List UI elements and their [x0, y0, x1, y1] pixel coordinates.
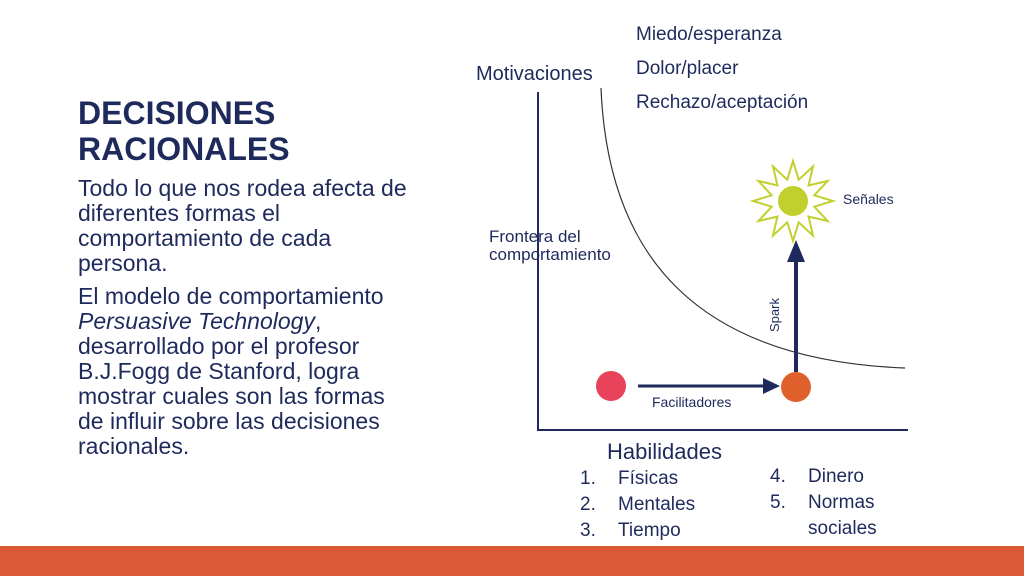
skill-text: Físicas: [618, 468, 679, 489]
red-dot: [596, 371, 626, 401]
skill-number: 2.: [580, 494, 596, 515]
curve-label: Frontera del comportamiento: [489, 228, 611, 264]
skill-item: 4. Dinero: [770, 464, 877, 490]
skill-number: [770, 516, 808, 542]
skill-item: sociales: [770, 516, 877, 542]
title-line-1: DECISIONES: [78, 95, 276, 131]
skills-list-left: 1. Físicas 2. Mentales 3. Tiempo: [580, 466, 695, 544]
skill-number: 3.: [580, 520, 596, 541]
skill-text: Tiempo: [618, 520, 681, 541]
spark-arrow-icon: [787, 240, 805, 372]
skill-item: 3. Tiempo: [580, 518, 695, 544]
x-axis-label: Habilidades: [607, 439, 722, 464]
facilitators-label: Facilitadores: [652, 394, 732, 410]
behavior-frontier-curve: [600, 87, 906, 369]
paragraph-2: El modelo de comportamiento Persuasive T…: [78, 284, 408, 459]
facilitators-arrow-icon: [638, 378, 780, 394]
skill-item: 2. Mentales: [580, 492, 695, 518]
footer-bar: [0, 546, 1024, 576]
skill-number: 1.: [580, 468, 596, 489]
signals-label: Señales: [843, 191, 894, 207]
skill-text: Normas: [808, 492, 875, 513]
title-line-2: RACIONALES: [78, 131, 290, 167]
motivation-item: Dolor/placer: [636, 58, 739, 79]
spark-label: Spark: [767, 298, 782, 332]
curve-label-line-1: Frontera del: [489, 227, 581, 246]
curve-label-line-2: comportamiento: [489, 245, 611, 264]
paragraph-2-start: El modelo de comportamiento: [78, 283, 384, 309]
paragraph-1: Todo lo que nos rodea afecta de diferent…: [78, 175, 407, 276]
motivation-item: Rechazo/aceptación: [636, 92, 809, 113]
skill-item: 1. Físicas: [580, 466, 695, 492]
skill-item: 5. Normas: [770, 490, 877, 516]
paragraph-2-italic: Persuasive Technology: [78, 308, 315, 334]
orange-dot: [781, 372, 811, 402]
skill-text: sociales: [808, 518, 877, 539]
signal-sun-icon: [749, 157, 837, 245]
motivation-item: Miedo/esperanza: [636, 24, 782, 45]
y-axis-label: Motivaciones: [476, 63, 593, 85]
paragraph-2-end: , desarrollado por el profesor B.J.Fogg …: [78, 308, 385, 459]
skill-number: 5.: [770, 492, 786, 513]
skill-text: Mentales: [618, 494, 696, 515]
skill-text: Dinero: [808, 466, 864, 487]
skill-number: 4.: [770, 466, 786, 487]
slide-title: DECISIONES RACIONALES: [78, 95, 438, 167]
